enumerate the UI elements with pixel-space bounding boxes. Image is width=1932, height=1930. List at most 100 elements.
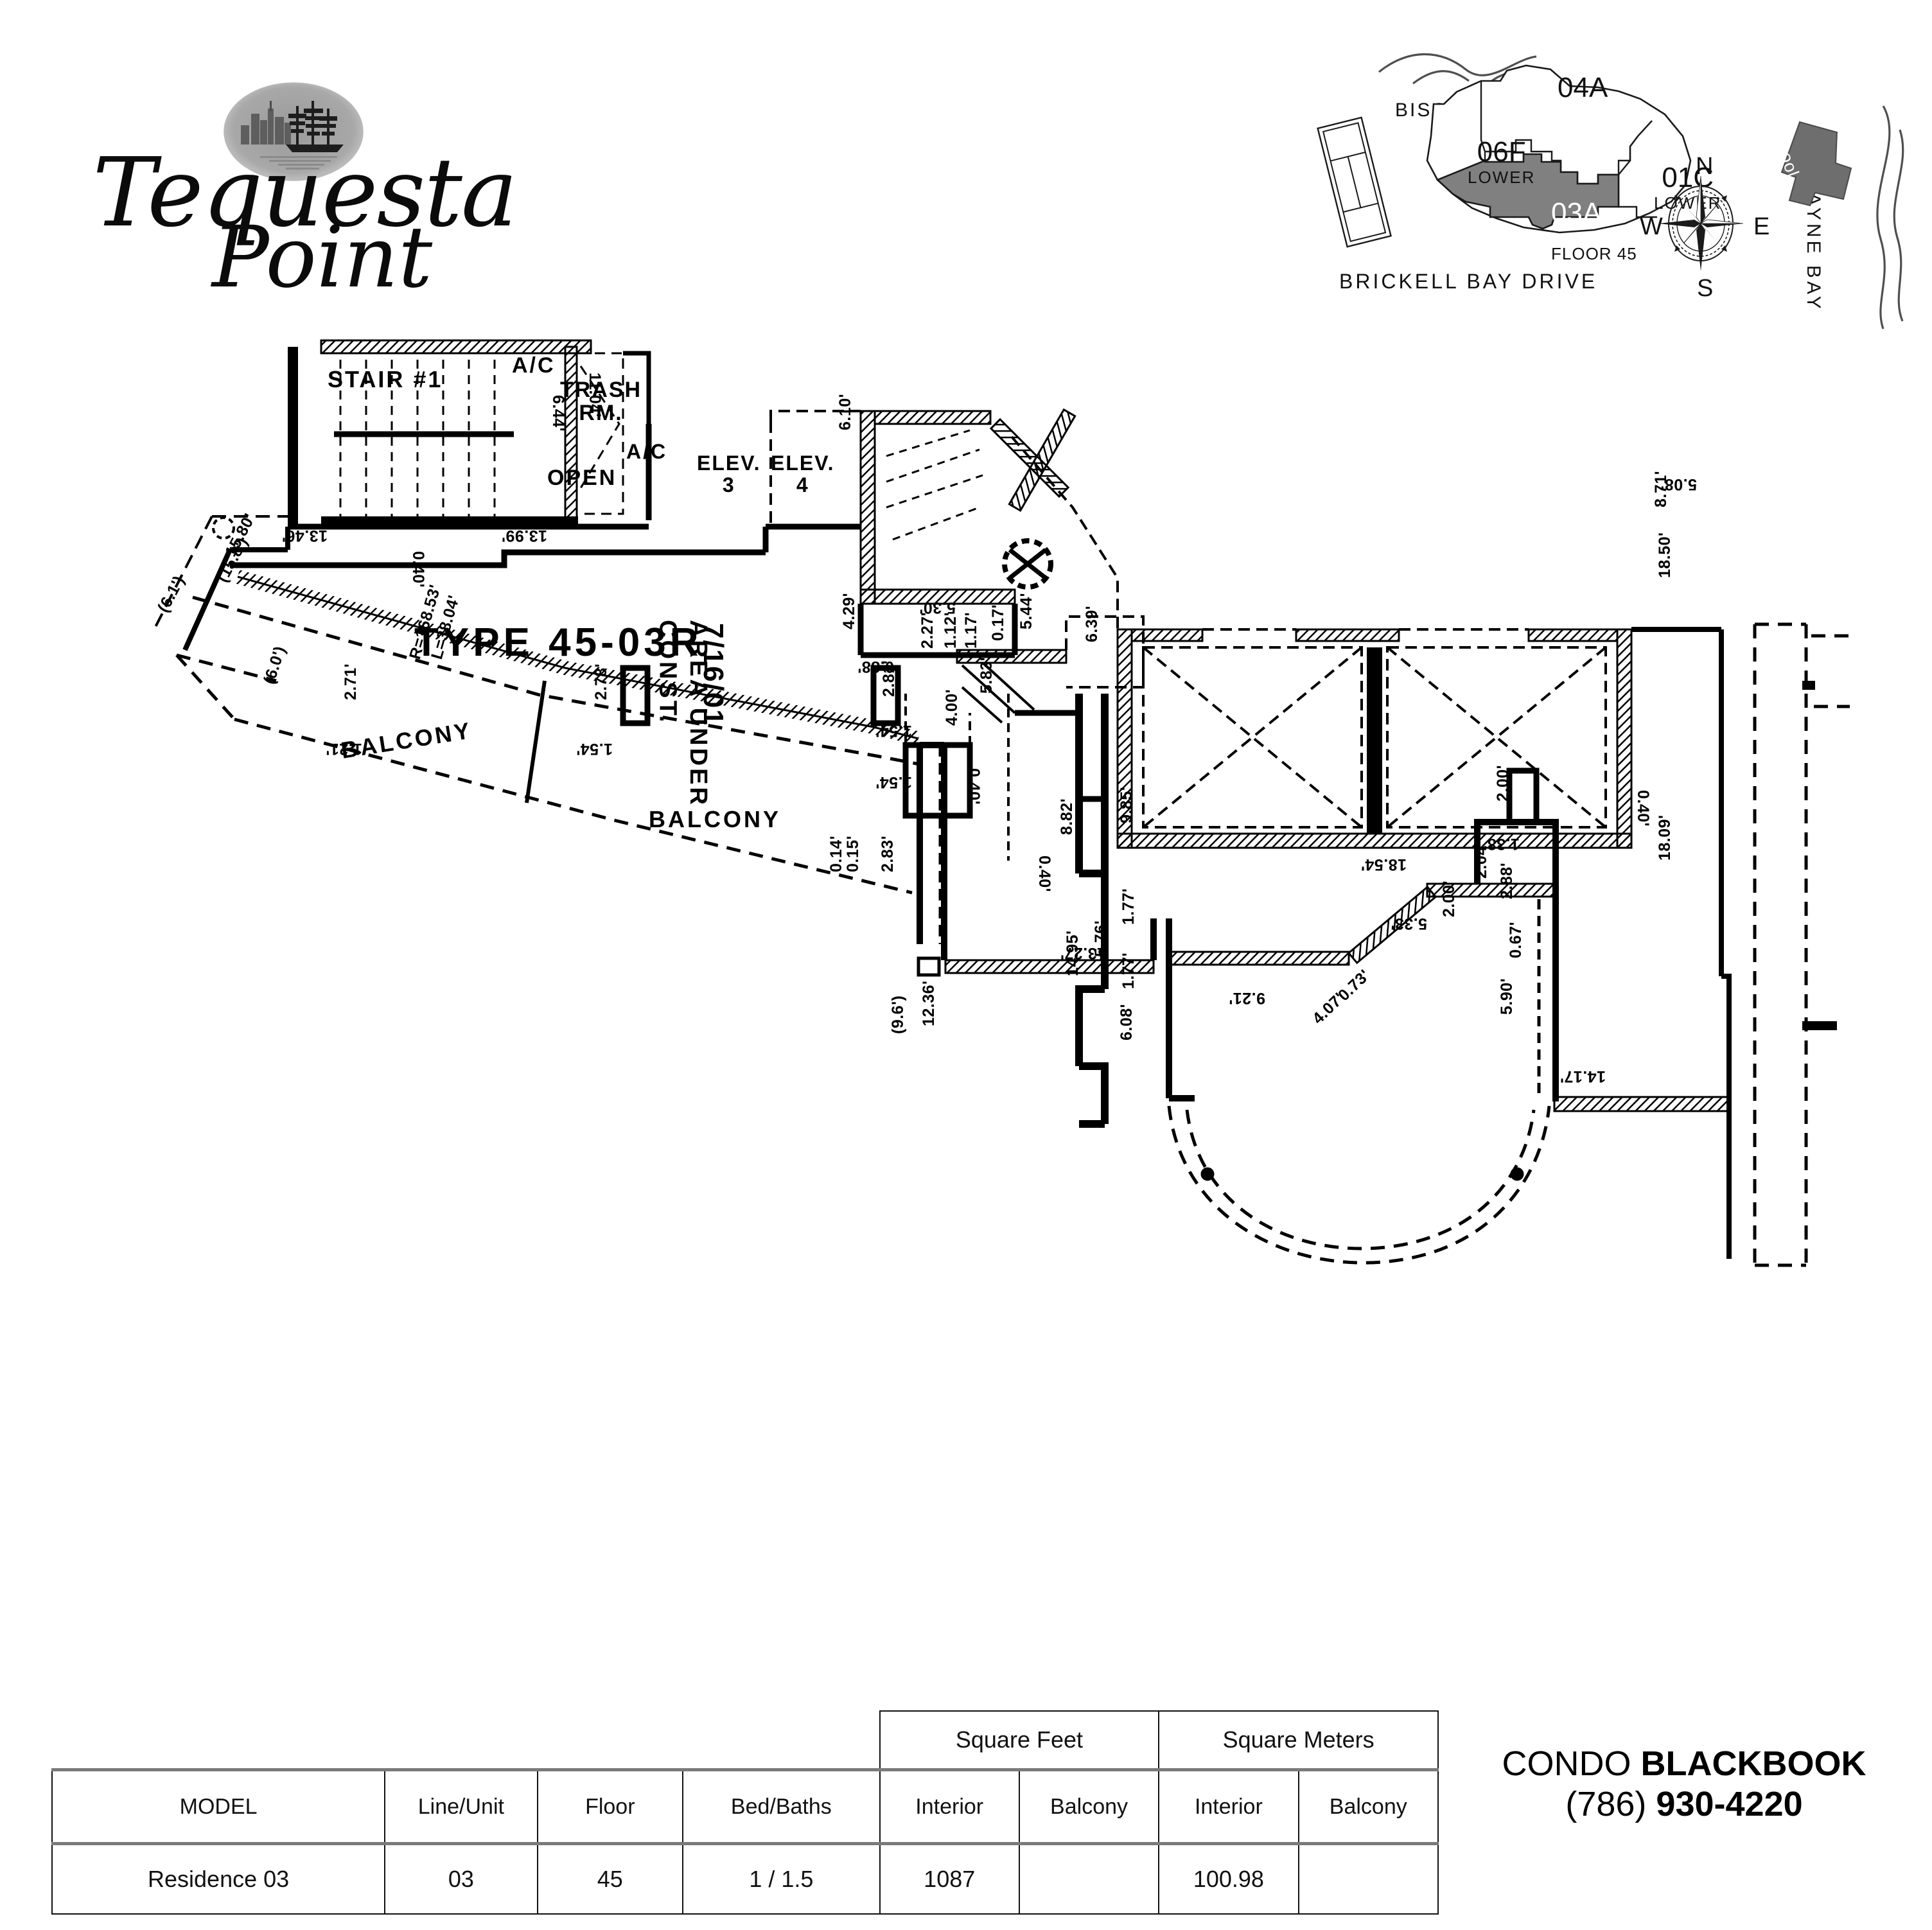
brand-phone-number: 930-4220 [1656,1785,1803,1824]
dim-5-08: 5.08' [1660,475,1697,493]
dim-1-54-b: 1.54' [875,722,912,740]
dim-2-88: 2.88' [1498,862,1516,899]
elevator-3-label: ELEV. 3 [697,452,761,496]
keymap-unit-04A-code: 04A [1558,72,1608,103]
dim-0-14: 0.14' [827,835,845,872]
dim-0-40-b: 0.40' [965,768,983,805]
dim-5-33: 5.33' [1390,915,1427,933]
logo-line-2: Point [212,208,433,308]
dim-0-17: 0.17' [989,604,1007,641]
dim-5-83: 5.83' [978,656,996,694]
dim-1-77-a: 1.77' [1120,888,1137,925]
keymap-unit-06F: 06F LOWER [1468,138,1535,186]
dim-6-44: 6.44' [549,395,567,432]
dim-5-90: 5.90' [1498,978,1516,1015]
dim-11-04: 11.04' [586,373,604,418]
dim-4-29: 4.29' [840,592,858,629]
dim-2-83: 2.83' [879,835,897,872]
ship-skyline-oval-icon [224,82,364,181]
dim-2-00-a: 2.00' [1440,880,1458,917]
stair-label: STAIR #1 [328,366,443,392]
keymap-street-label: BRICKELL BAY DRIVE [1339,270,1598,293]
compass-south-label: S [1697,275,1714,302]
cell-line-unit: 03 [384,1843,538,1915]
dim-1-21: 1.21' [325,740,362,758]
dim-13-46: 13.46' [281,527,328,545]
logo-wordmark: Tequesta Point [77,137,518,308]
brand-phone[interactable]: (786) 930-4220 [1459,1786,1909,1823]
logo-line-1: Tequesta [92,137,518,248]
cell-sqft-balcony [1018,1843,1160,1915]
table-column-header-row: MODEL Line/Unit Floor Bed/Baths Interior… [51,1768,1439,1845]
dim-5-44: 5.44' [1017,592,1035,629]
group-header-square-meters: Square Meters [1158,1710,1439,1771]
bay-wave-right-icon [1876,105,1904,329]
dim-9-6-paren: (9.6') [889,995,907,1034]
dim-0-40-d: 0.40' [1634,790,1652,827]
dim-13-27: 13.27' [1060,944,1106,962]
keymap-unit-03A: 03A [1551,199,1601,227]
dim-1-12: 1.12' [942,611,960,649]
dim-14-17: 14.17' [1559,1067,1606,1085]
dim-2-00-b: 2.00' [1494,764,1512,802]
column-header-sqm-balcony: Balcony [1297,1768,1439,1845]
dim-0-67: 0.67' [1507,921,1525,958]
dim-18-50: 18.50' [1656,532,1674,578]
floor-plan-drawing: TYPE 45-03R STAIR #1 A/C TRASH RM. A/C O… [116,339,1850,1496]
dim-2-71: 2.71' [342,663,360,700]
dim-2-27: 2.27' [918,611,936,649]
dim-1-54-c: 1.54' [875,773,912,791]
ac-room-label: A/C [512,353,556,378]
column-header-line-unit: Line/Unit [384,1768,538,1845]
dim-6-39: 6.39' [1083,605,1101,642]
brand-name: CONDO BLACKBOOK [1459,1744,1909,1783]
condo-blackbook-brand: CONDO BLACKBOOK (786) 930-4220 [1459,1744,1909,1823]
column-header-bed-baths: Bed/Baths [682,1768,881,1845]
elevator-4-label: ELEV. 4 [771,452,835,496]
dim-2-81: 2.81' [880,660,898,697]
brand-logo: Tequesta Point [77,77,518,334]
keymap-unit-03A-code: 03A [1551,197,1602,229]
brand-name-bold: BLACKBOOK [1640,1744,1866,1783]
cell-floor: 45 [536,1843,684,1915]
column-header-sqft-balcony: Balcony [1018,1768,1160,1845]
unit-type-label: TYPE 45-03R [414,620,703,665]
compass-east-label: E [1753,213,1770,240]
pool-shape-icon [1780,121,1852,207]
compass-west-label: W [1640,213,1663,240]
dim-1-77-b: 1.77' [1120,952,1137,989]
keymap-unit-06F-sub: LOWER [1468,168,1536,187]
compass-north-label: N [1696,153,1714,180]
cell-model: Residence 03 [51,1843,386,1915]
column-header-floor: Floor [536,1768,684,1845]
dim-18-09: 18.09' [1656,814,1674,861]
dim-0-40-a: 0.40' [409,551,427,588]
building-footprint [1426,64,1692,234]
dim-1-54-a: 1.54' [575,740,613,758]
keymap-unit-06F-code: 06F [1477,136,1526,168]
dim-18-54: 18.54' [1360,855,1407,873]
table-row: Residence 03 03 45 1 / 1.5 1087 100.98 [51,1843,1439,1915]
keymap-floor-label: FLOOR 45 [1551,244,1637,263]
dim-0-40-c: 0.40' [1035,855,1053,893]
dim-2-78: 2.78' [592,663,610,700]
brand-name-light: CONDO [1502,1744,1641,1783]
group-header-spacer [52,1711,880,1770]
column-header-sqft-interior: Interior [879,1768,1020,1845]
dim-13-99: 13.99' [501,527,547,545]
open-area-label: OPEN [547,466,617,490]
dim-12-36: 12.36' [920,980,938,1026]
key-map: BISCAYNE BAY BISCAYNE BAY Pool 04A [1304,26,1920,462]
cell-bed-baths: 1 / 1.5 [682,1843,881,1915]
dim-9-21: 9.21' [1228,989,1265,1007]
column-header-sqm-interior: Interior [1158,1768,1299,1845]
floor-plan-geometry [153,339,1850,1267]
cell-sqm-interior: 100.98 [1158,1843,1299,1915]
dim-1-17: 1.17' [962,611,980,649]
tennis-court-icon [1317,116,1392,248]
dim-0-15: 0.15' [844,835,862,872]
residence-spec-table: Square Feet Square Meters MODEL Line/Uni… [51,1710,1439,1915]
balcony-right-label: BALCONY [649,806,781,832]
dim-6-08: 6.08' [1118,1003,1136,1040]
compass-rose-icon [1658,175,1744,271]
